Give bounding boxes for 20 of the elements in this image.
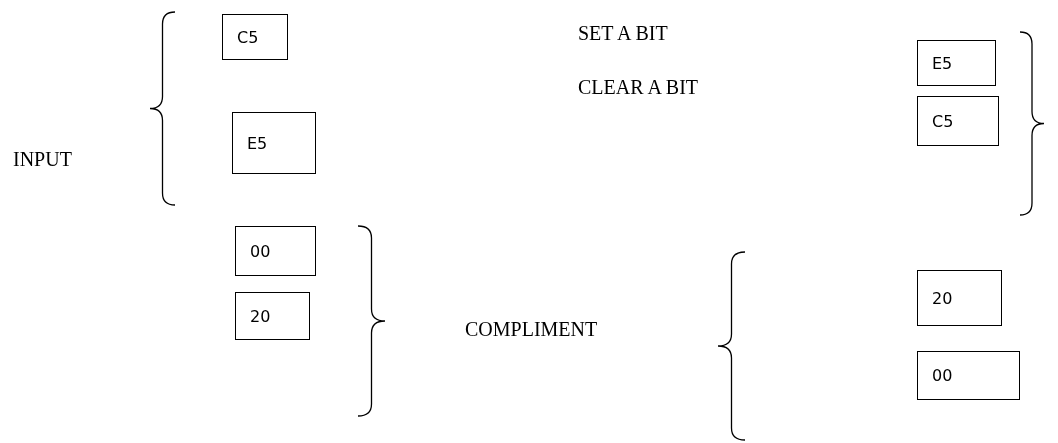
value-box <box>222 14 288 60</box>
hex-value: 20 <box>250 306 271 326</box>
operation-label: INPUT <box>13 148 72 171</box>
hex-value: C5 <box>932 111 954 131</box>
value-box <box>235 292 310 340</box>
hex-value: C5 <box>237 27 259 47</box>
operation-label: COMPLIMENT <box>465 318 598 341</box>
hex-value: 00 <box>250 241 271 261</box>
operation-label: CLEAR A BIT <box>578 76 698 99</box>
value-box <box>917 270 1002 326</box>
hex-value: E5 <box>247 133 268 153</box>
value-box <box>917 351 1020 400</box>
value-box <box>917 96 999 146</box>
operation-label: SET A BIT <box>578 22 668 45</box>
hex-value: E5 <box>932 53 953 73</box>
hex-value: 00 <box>932 366 953 385</box>
value-box <box>917 40 996 86</box>
value-box <box>235 226 316 276</box>
hex-value: 20 <box>932 288 953 308</box>
value-box <box>232 112 316 174</box>
